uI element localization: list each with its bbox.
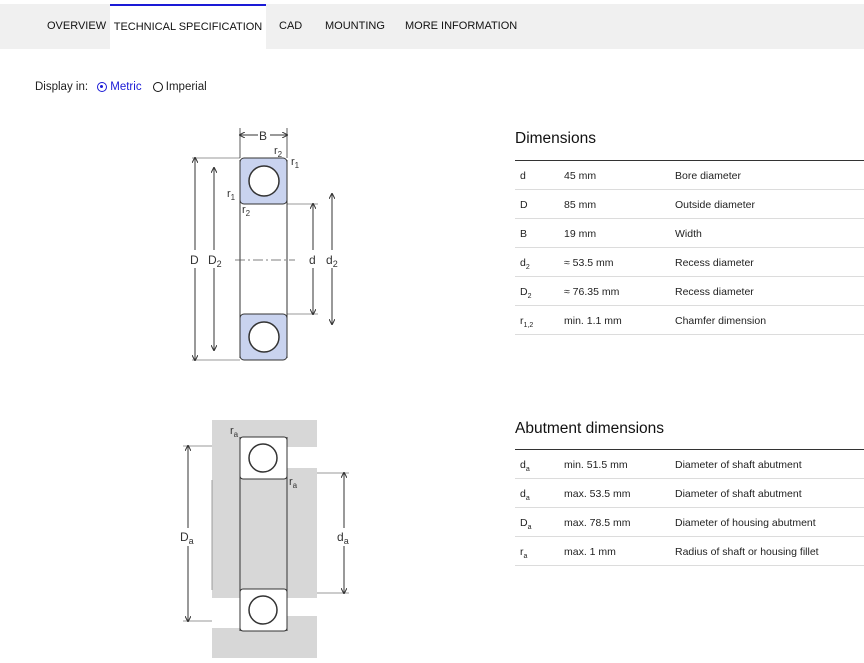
value: 19 mm	[564, 228, 597, 240]
svg-text:D2: D2	[208, 253, 222, 269]
bearing-dimensions-drawing: B r2 r1 r1 r2 D D2 d d2	[188, 128, 343, 370]
svg-text:d2: d2	[326, 253, 338, 269]
description: Recess diameter	[675, 257, 754, 269]
svg-text:Da: Da	[180, 530, 194, 546]
svg-text:ra: ra	[230, 425, 239, 439]
label-d: d	[309, 253, 316, 267]
symbol: d	[520, 170, 526, 182]
value: min. 1.1 mm	[564, 315, 622, 327]
description: Width	[675, 228, 702, 240]
metric-option[interactable]: Metric	[97, 81, 145, 93]
description: Radius of shaft or housing fillet	[675, 546, 819, 558]
table-row: r1,2 min. 1.1 mm Chamfer dimension	[515, 306, 864, 335]
imperial-radio[interactable]	[152, 82, 163, 92]
table-row: ra max. 1 mm Radius of shaft or housing fi…	[515, 537, 864, 566]
tab-technical-specification[interactable]: TECHNICAL SPECIFICATION	[110, 4, 266, 49]
svg-text:r1: r1	[291, 156, 300, 170]
label-D: D	[190, 253, 199, 267]
value: max. 1 mm	[564, 546, 616, 558]
display-label: Display in:	[35, 81, 89, 93]
abutment-table: da min. 51.5 mm Diameter of shaft abutment…	[515, 449, 864, 566]
symbol: da	[520, 488, 530, 503]
table-row: da min. 51.5 mm Diameter of shaft abutment	[515, 450, 864, 479]
abutment-dimensions-drawing: ra ra Da da	[179, 420, 356, 658]
table-row: D 85 mm Outside diameter	[515, 190, 864, 219]
svg-text:ra: ra	[289, 476, 298, 490]
tab-bar: OVERVIEW TECHNICAL SPECIFICATION CAD MOU…	[0, 4, 864, 49]
table-row: D2 ≈ 76.35 mm Recess diameter	[515, 277, 864, 306]
tab-cad[interactable]: CAD	[279, 20, 303, 32]
table-row: da max. 53.5 mm Diameter of shaft abutment	[515, 479, 864, 508]
imperial-label[interactable]: Imperial	[165, 81, 207, 93]
symbol: ra	[520, 546, 528, 561]
table-row: d 45 mm Bore diameter	[515, 161, 864, 190]
svg-text:r1: r1	[227, 188, 236, 202]
svg-text:da: da	[337, 530, 349, 546]
description: Diameter of shaft abutment	[675, 459, 802, 471]
value: max. 78.5 mm	[564, 517, 631, 529]
unit-selector: Display in: Metric Imperial	[35, 81, 207, 93]
description: Outside diameter	[675, 199, 755, 211]
description: Diameter of housing abutment	[675, 517, 816, 529]
description: Diameter of shaft abutment	[675, 488, 802, 500]
table-row: B 19 mm Width	[515, 219, 864, 248]
symbol: D2	[520, 286, 532, 301]
table-row: d2 ≈ 53.5 mm Recess diameter	[515, 248, 864, 277]
abutment-title: Abutment dimensions	[515, 420, 665, 437]
metric-radio[interactable]	[97, 82, 108, 92]
symbol: d2	[520, 257, 530, 272]
description: Chamfer dimension	[675, 315, 767, 327]
svg-text:r2: r2	[274, 145, 283, 159]
tab-more-information[interactable]: MORE INFORMATION	[405, 20, 518, 32]
metric-label[interactable]: Metric	[110, 81, 142, 93]
dimensions-title: Dimensions	[515, 130, 596, 147]
tab-overview[interactable]: OVERVIEW	[47, 20, 107, 32]
imperial-option[interactable]: Imperial	[152, 81, 207, 93]
value: min. 51.5 mm	[564, 459, 628, 471]
symbol: r1,2	[520, 315, 534, 330]
table-row: Da max. 78.5 mm Diameter of housing abutme…	[515, 508, 864, 537]
symbol: da	[520, 459, 530, 474]
symbol: D	[520, 199, 528, 211]
value: 85 mm	[564, 199, 597, 211]
symbol: B	[520, 228, 528, 240]
value: ≈ 76.35 mm	[564, 286, 620, 298]
value: 45 mm	[564, 170, 597, 182]
description: Recess diameter	[675, 286, 754, 298]
svg-text:r2: r2	[242, 204, 251, 218]
value: max. 53.5 mm	[564, 488, 631, 500]
tab-mounting[interactable]: MOUNTING	[325, 20, 385, 32]
description: Bore diameter	[675, 170, 741, 182]
value: ≈ 53.5 mm	[564, 257, 614, 269]
label-B: B	[259, 129, 267, 143]
symbol: Da	[520, 517, 532, 532]
